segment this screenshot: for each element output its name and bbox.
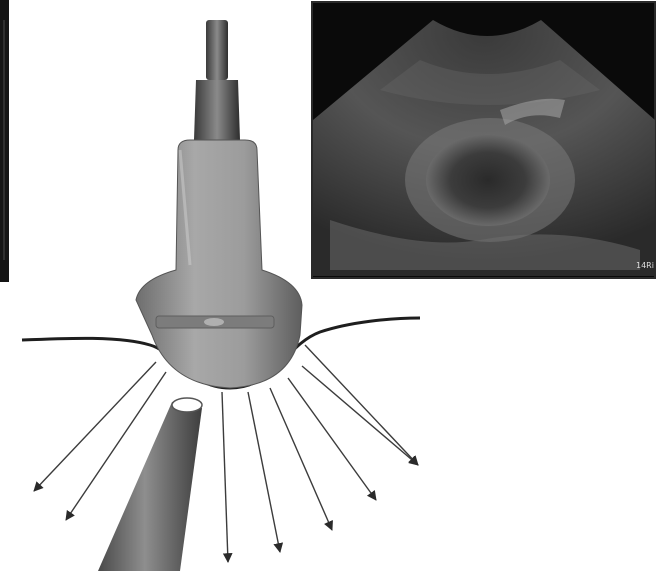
- probe-cable: [194, 20, 240, 140]
- beam-arrow: [270, 388, 332, 530]
- beam-arrow: [305, 345, 418, 465]
- ultrasound-image: 14Ri: [312, 2, 655, 278]
- beam-arrow: [288, 378, 376, 500]
- beam-arrow: [302, 366, 418, 465]
- kidney-center: [426, 134, 550, 226]
- ultrasound-corner-label: 14Ri: [636, 261, 654, 270]
- left-ultrasound-strip: [0, 0, 9, 282]
- needle-guide-opening: [172, 398, 202, 412]
- beam-arrow: [248, 392, 280, 552]
- beam-arrow: [222, 392, 228, 562]
- ultrasound-probe: [136, 140, 302, 388]
- needle-guide: [98, 398, 202, 571]
- beam-arrow: [34, 362, 156, 491]
